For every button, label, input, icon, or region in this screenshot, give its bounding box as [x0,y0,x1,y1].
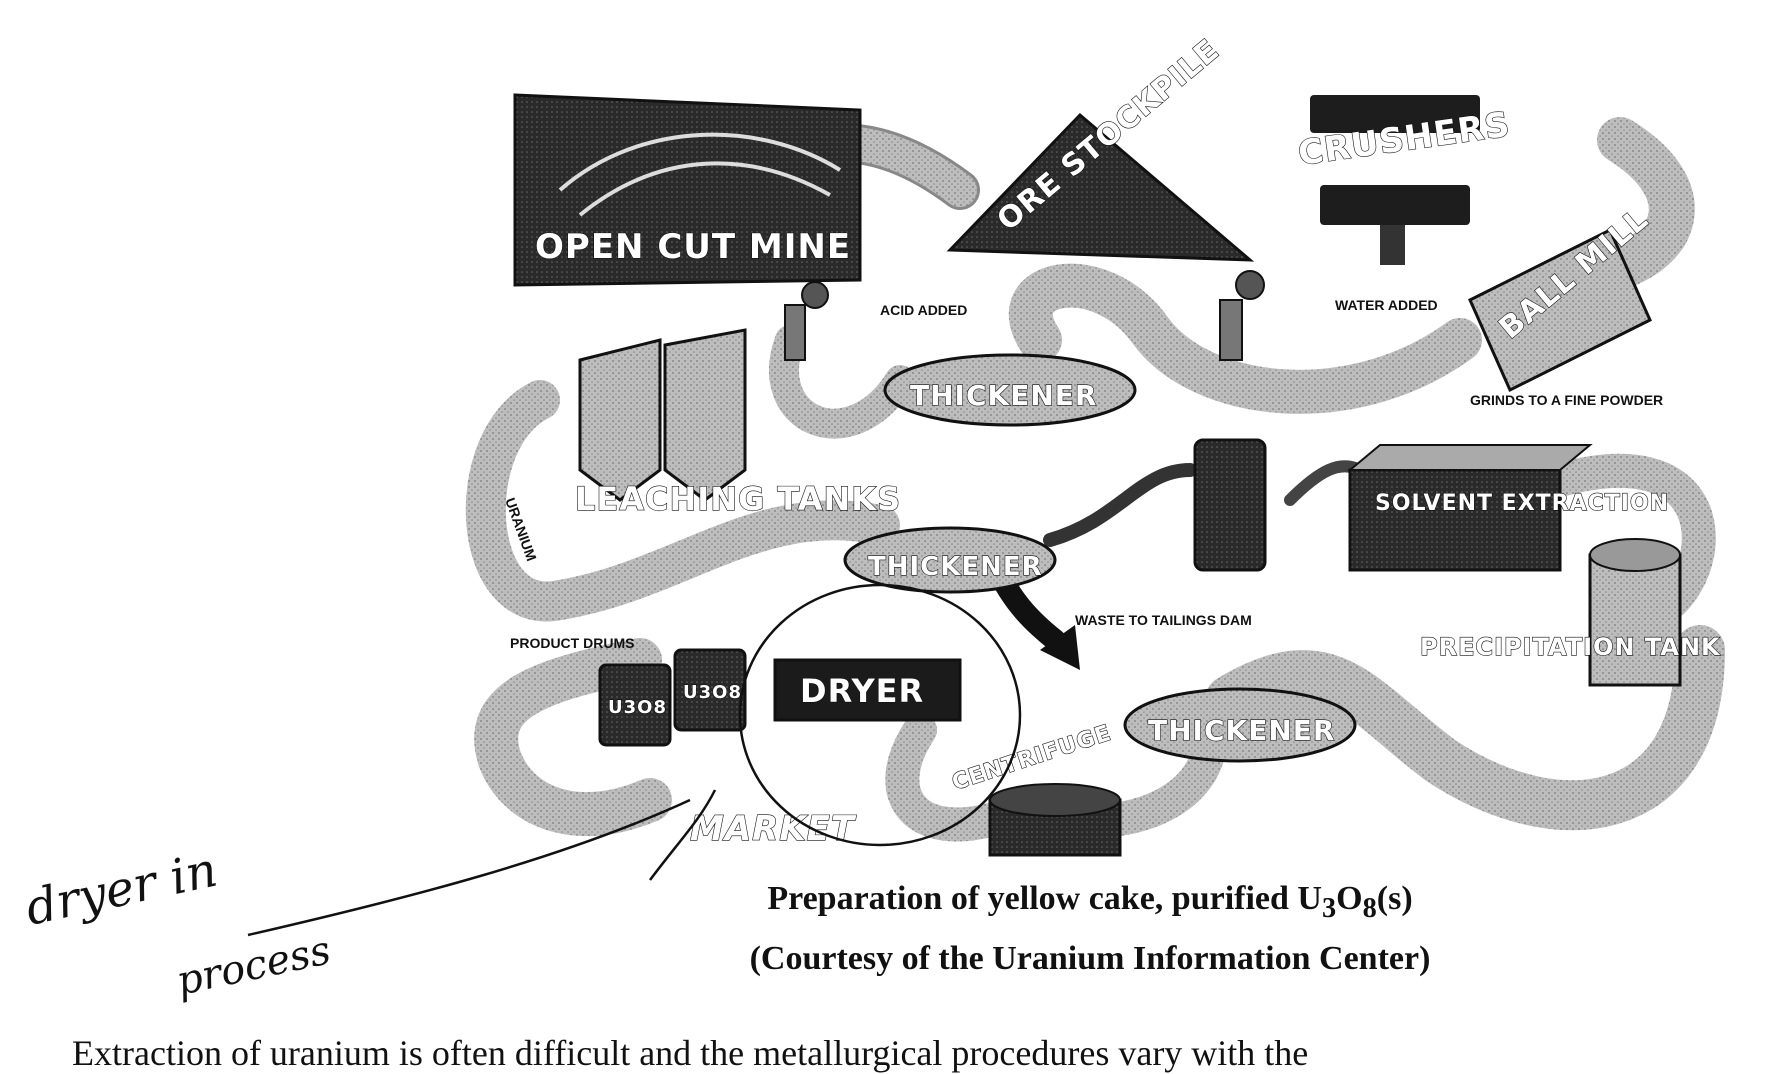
solvent-label: SOLVENT EXTRACTION [1375,491,1669,516]
acid-tap: ACID ADDED [784,281,967,361]
caption-line-1-suffix: (s) [1376,880,1413,917]
thickener-1: THICKENER [883,353,1137,427]
market: MARKET [689,808,857,849]
crushers: CRUSHERS [1295,95,1513,265]
water-tap: WATER ADDED [1219,270,1438,361]
product-drums: U3O8 U3O8 PRODUCT DRUMS [510,635,747,747]
thickener-3-label: THICKENER [1148,714,1335,747]
annotation-arrow [247,798,691,937]
acid-note: ACID ADDED [880,302,967,318]
leaching-label: LEACHING TANKS [575,480,901,518]
drum-b-label: U3O8 [683,682,742,703]
drum-a-label: U3O8 [608,697,667,718]
caption-line-2: (Courtesy of the Uranium Information Cen… [749,940,1431,977]
precipitation-label: PRECIPITATION TANK [1420,633,1721,661]
caption-oxygen: O [1336,880,1363,917]
waste-note: WASTE TO TAILINGS DAM [1075,612,1252,628]
thickener-2: THICKENER WASTE TO TAILINGS DAM [843,526,1252,628]
annotation-tick [649,789,717,881]
leaching-tanks: LEACHING TANKS URANIUM [502,328,901,563]
annotation-circle [738,583,1022,847]
ball-mill: BALL MILL GRINDS TO A FINE POWDER [1468,201,1663,408]
column [1193,438,1267,572]
market-label: MARKET [690,809,857,849]
solvent-extraction: SOLVENT EXTRACTION [1347,444,1669,572]
caption-line-1: Preparation of yellow cake, purified U3O… [0,880,1784,925]
dryer-label: DRYER [800,672,924,710]
precipitation-tank: PRECIPITATION TANK [1419,538,1721,687]
water-note: WATER ADDED [1335,297,1438,313]
caption-line-1-prefix: Preparation of yellow cake, purified U [767,880,1322,917]
caption-subscript-1: 3 [1321,892,1337,924]
open-cut-mine: OPEN CUT MINE [513,93,862,287]
mine-label: OPEN CUT MINE [535,227,851,267]
body-text: Extraction of uranium is often difficult… [72,1033,1309,1073]
caption-subscript-2: 8 [1362,892,1377,924]
dryer: DRYER [773,658,962,722]
thickener-2-label: THICKENER [868,552,1043,582]
thickener-1-label: THICKENER [910,379,1097,412]
thickener-3: THICKENER [1123,687,1357,763]
drums-note: PRODUCT DRUMS [510,635,634,651]
ore-stockpile: ORE STOCKPILE [946,32,1255,262]
grinds-note: GRINDS TO A FINE POWDER [1470,392,1663,408]
